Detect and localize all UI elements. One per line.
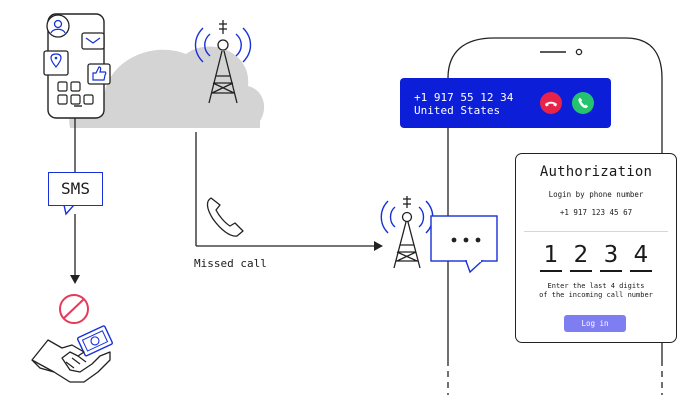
auth-divider [524,231,668,232]
code-digit-underline [570,270,592,272]
auth-hint: Enter the last 4 digits of the incoming … [516,282,676,300]
accept-phone-icon [578,98,588,109]
code-digit-underline [540,270,562,272]
missed-call-arrow [195,132,383,251]
accept-call-button[interactable] [572,92,594,114]
missed-call-label: Missed call [194,257,267,270]
auth-subtitle: Login by phone number [548,190,644,199]
code-digit-underline [600,270,622,272]
handshake-money-icon [31,325,114,383]
code-digit-3[interactable]: 3 [603,242,619,268]
caller-number: +1 917 55 12 34 [414,91,514,104]
code-digit-underline [630,270,652,272]
chat-bubble-icon [430,215,498,274]
code-input[interactable]: 1 2 3 4 [536,242,660,276]
code-digit-2[interactable]: 2 [573,242,589,268]
auth-hint-line-2: of the incoming call number [539,291,653,299]
phone-frame [446,37,664,395]
decline-call-button[interactable] [540,92,562,114]
login-button[interactable]: Log in [564,315,626,332]
incoming-call-banner: +1 917 55 12 34 United States [400,78,611,128]
phone-handset-icon [206,197,244,237]
sms-flow-arrow [70,118,80,284]
no-sign-icon [59,294,89,324]
caller-country: United States [414,104,501,117]
authorization-card: Authorization Login by phone number +1 9… [515,153,677,343]
smartphone-icon [43,13,111,119]
code-digit-1[interactable]: 1 [543,242,559,268]
cloud-icon [69,46,265,128]
sms-bubble-tail [63,204,76,216]
decline-phone-icon [545,101,557,107]
auth-phone-number: +1 917 123 45 67 [559,208,633,217]
sms-label: SMS [61,179,90,198]
auth-hint-line-1: Enter the last 4 digits [547,282,645,290]
auth-title: Authorization [539,164,653,180]
cell-tower-icon [194,20,252,104]
cell-tower-icon-2 [380,196,434,269]
code-digit-4[interactable]: 4 [633,242,649,268]
sms-bubble: SMS [48,172,103,206]
